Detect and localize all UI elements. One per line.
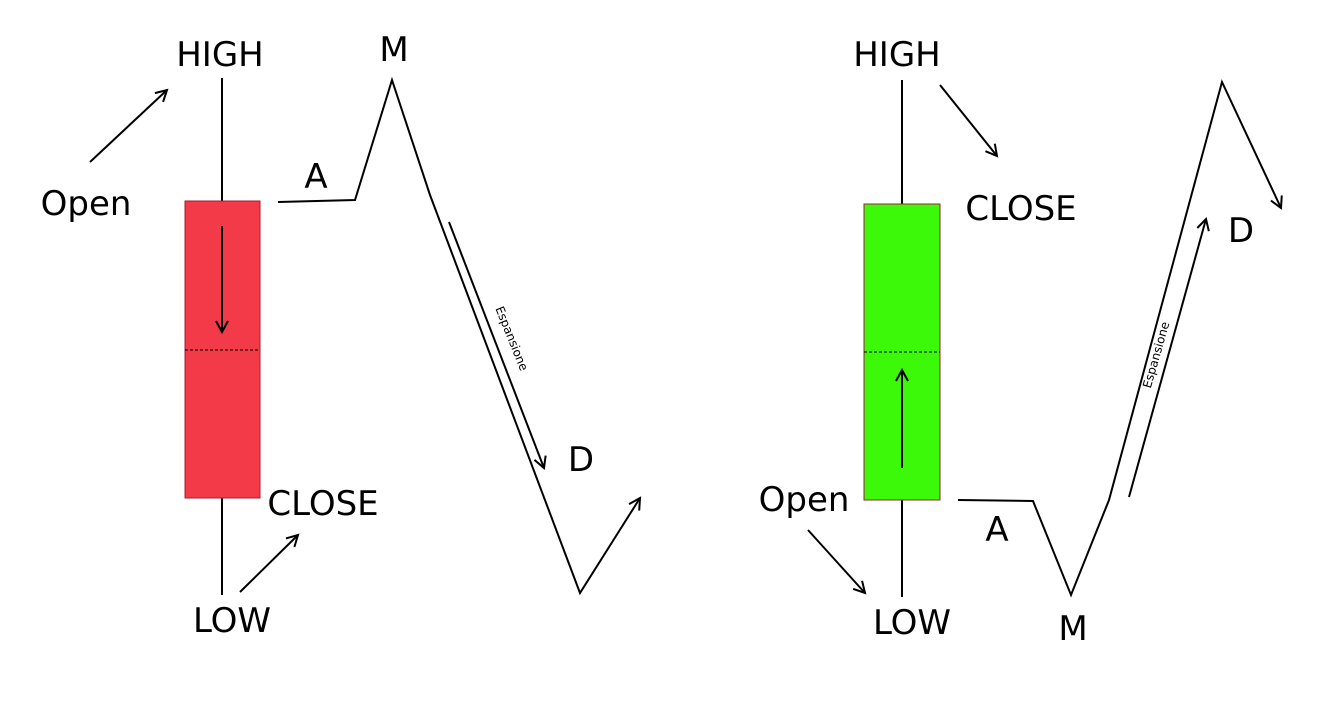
high-label: HIGH [853,35,941,75]
manipulation-label: M [379,30,408,70]
accumulation-label: A [304,157,327,197]
price-path-amd [277,76,640,596]
bullish-candle-group: HIGH CLOSE Open LOW A M D Espansione [759,35,1281,649]
low-label: LOW [193,601,271,641]
low-to-close-arrow-icon [239,535,298,593]
expansion-label: Espansione [492,304,531,373]
low-label: LOW [873,603,951,643]
open-label: Open [41,184,132,224]
open-to-high-arrow-icon [89,90,167,163]
accumulation-label: A [985,510,1008,550]
bearish-candle-group: HIGH Open CLOSE LOW A M D Espansione [41,30,640,641]
expansion-arrow-icon [1128,219,1206,498]
distribution-label: D [1228,211,1254,251]
high-label: HIGH [176,35,264,75]
price-path-amd [957,79,1281,598]
open-label: Open [759,480,850,520]
manipulation-label: M [1058,609,1087,649]
high-to-close-arrow-icon [939,84,997,156]
distribution-label: D [568,440,594,480]
close-label: CLOSE [267,484,378,524]
close-label: CLOSE [965,189,1076,229]
open-to-low-arrow-icon [807,529,865,593]
expansion-arrow-icon [448,221,544,468]
